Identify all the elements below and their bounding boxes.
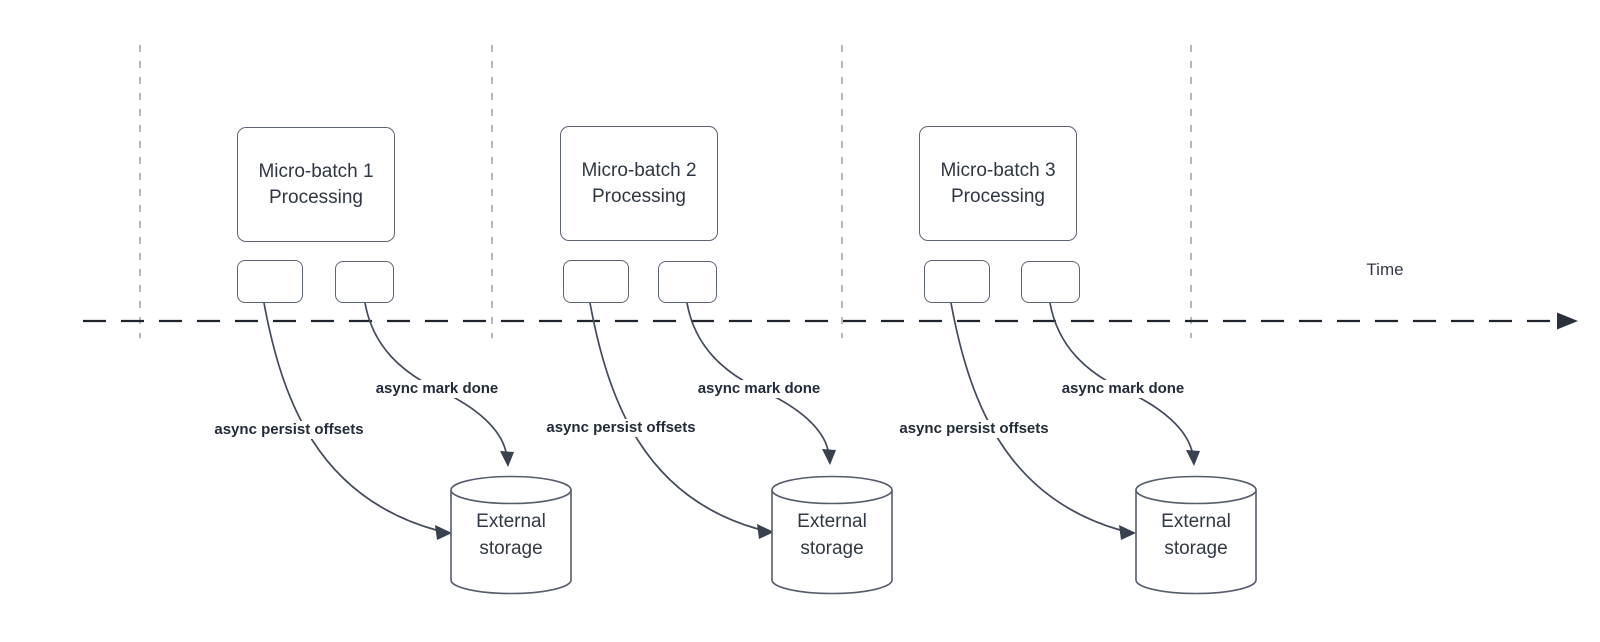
time-axis-arrowhead bbox=[1557, 312, 1578, 330]
batch2-persist-offsets-label: async persist offsets bbox=[531, 419, 711, 437]
microbatch-3-title-line1: Micro-batch 3 bbox=[940, 159, 1056, 181]
batch1-persist-offsets-arrow bbox=[263, 302, 437, 531]
time-axis bbox=[83, 312, 1578, 330]
batch3-mark-done-box bbox=[1021, 261, 1080, 303]
storage-1-label-line1: External bbox=[476, 511, 546, 532]
microbatch-1-processing-box: Micro-batch 1 Processing bbox=[237, 127, 395, 242]
storage-1-label: External storage bbox=[446, 508, 576, 562]
batch3-persist-offsets-arrow bbox=[950, 302, 1121, 531]
storage-3-label-line2: storage bbox=[1164, 538, 1228, 559]
batch2-persist-offsets-arrow bbox=[589, 302, 759, 530]
batch1-persist-arrowhead bbox=[435, 525, 452, 540]
storage-cylinder-3-top bbox=[1135, 475, 1257, 505]
storage-2-label-line1: External bbox=[797, 511, 867, 532]
microbatch-3-title-line2: Processing bbox=[951, 185, 1045, 207]
batch3-mark-done-label: async mark done bbox=[1048, 380, 1198, 398]
storage-3-label-line1: External bbox=[1161, 511, 1231, 532]
storage-3-label: External storage bbox=[1131, 508, 1261, 562]
batch1-mark-done-label: async mark done bbox=[362, 380, 512, 398]
batch1-persist-offsets-label: async persist offsets bbox=[199, 421, 379, 439]
batch3-persist-offsets-label: async persist offsets bbox=[884, 420, 1064, 438]
storage-cylinder-2-top bbox=[771, 475, 893, 505]
batch2-persist-arrowhead bbox=[757, 524, 774, 539]
batch2-done-arrowhead bbox=[822, 449, 836, 465]
microbatch-2-title-line1: Micro-batch 2 bbox=[581, 159, 697, 181]
storage-cylinder-3-body bbox=[1135, 490, 1257, 595]
batch2-offset-checkpoint-box bbox=[563, 260, 629, 303]
microbatch-3-processing-box: Micro-batch 3 Processing bbox=[919, 126, 1077, 241]
microbatch-1-title-line2: Processing bbox=[269, 186, 363, 208]
microbatch-2-processing-box: Micro-batch 2 Processing bbox=[560, 126, 718, 241]
time-axis-label: Time bbox=[1366, 260, 1404, 279]
storage-cylinder-1-top bbox=[450, 475, 572, 505]
storage-cylinders bbox=[450, 475, 1257, 595]
batch1-mark-done-arrow bbox=[364, 302, 507, 453]
microbatch-2-title-line2: Processing bbox=[592, 185, 686, 207]
batch3-mark-done-arrow bbox=[1049, 302, 1193, 452]
batch-boundary-guides bbox=[139, 45, 1192, 338]
batch1-offset-checkpoint-box bbox=[237, 260, 303, 303]
batch2-mark-done-label: async mark done bbox=[684, 380, 834, 398]
storage-cylinder-2-body bbox=[771, 490, 893, 595]
batch1-done-arrowhead bbox=[500, 451, 514, 467]
microbatch-1-title-line1: Micro-batch 1 bbox=[258, 160, 374, 182]
batch3-done-arrowhead bbox=[1186, 450, 1200, 466]
storage-cylinder-1-body bbox=[450, 490, 572, 595]
storage-2-label-line2: storage bbox=[800, 538, 864, 559]
batch2-mark-done-box bbox=[658, 261, 717, 303]
batch3-persist-arrowhead bbox=[1119, 525, 1136, 540]
batch1-mark-done-box bbox=[335, 261, 394, 303]
storage-2-label: External storage bbox=[767, 508, 897, 562]
storage-1-label-line2: storage bbox=[479, 538, 543, 559]
batch3-offset-checkpoint-box bbox=[924, 260, 990, 303]
